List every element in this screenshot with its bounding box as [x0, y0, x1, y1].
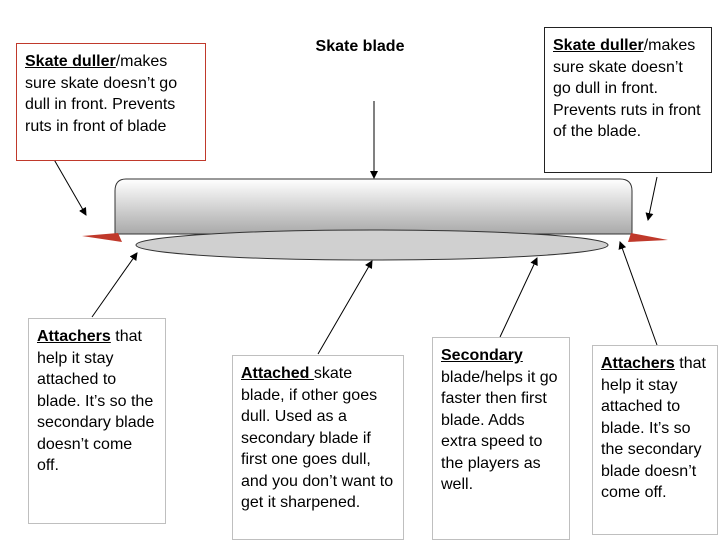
label-text: /makes sure skate doesn’t go dull in fro… — [25, 53, 178, 135]
label-text: that help it stay attached to blade. It’… — [601, 355, 706, 501]
label-text: skate blade, if other goes dull. Used as… — [241, 365, 394, 511]
diagram-title: Skate blade — [315, 38, 405, 55]
label-attachers-right: Attachers that help it stay attached to … — [592, 345, 718, 535]
arrow-attachers-right — [618, 241, 658, 346]
arrow-attached — [317, 260, 373, 355]
label-text: /makes sure skate doesn’t go dull in fro… — [553, 37, 701, 140]
secondary-blade — [135, 229, 609, 261]
main-blade — [114, 178, 633, 235]
label-highlight: Attachers — [601, 355, 675, 372]
arrow-duller-left — [51, 155, 87, 216]
label-attached-blade: Attached skate blade, if other goes dull… — [232, 355, 404, 540]
arrow-duller-right — [645, 176, 658, 221]
label-attachers-left: Attachers that help it stay attached to … — [28, 318, 166, 524]
arrow-attachers-left — [91, 252, 138, 318]
arrow-secondary — [499, 257, 538, 338]
skate-duller-left — [82, 233, 122, 242]
label-highlight: Secondary — [441, 347, 523, 364]
skate-duller-right — [628, 233, 668, 242]
label-skate-duller-left: Skate duller/makes sure skate doesn’t go… — [16, 43, 206, 161]
label-highlight: Skate duller — [553, 37, 644, 54]
label-highlight: Attached — [241, 365, 314, 382]
label-skate-duller-right: Skate duller/makes sure skate doesn’t go… — [544, 27, 712, 173]
label-highlight: Attachers — [37, 328, 111, 345]
label-text: blade/helps it go faster then first blad… — [441, 368, 558, 494]
label-highlight: Skate duller — [25, 53, 116, 70]
label-secondary-blade: Secondary blade/helps it go faster then … — [432, 337, 570, 540]
label-text: that help it stay attached to blade. It’… — [37, 328, 155, 474]
